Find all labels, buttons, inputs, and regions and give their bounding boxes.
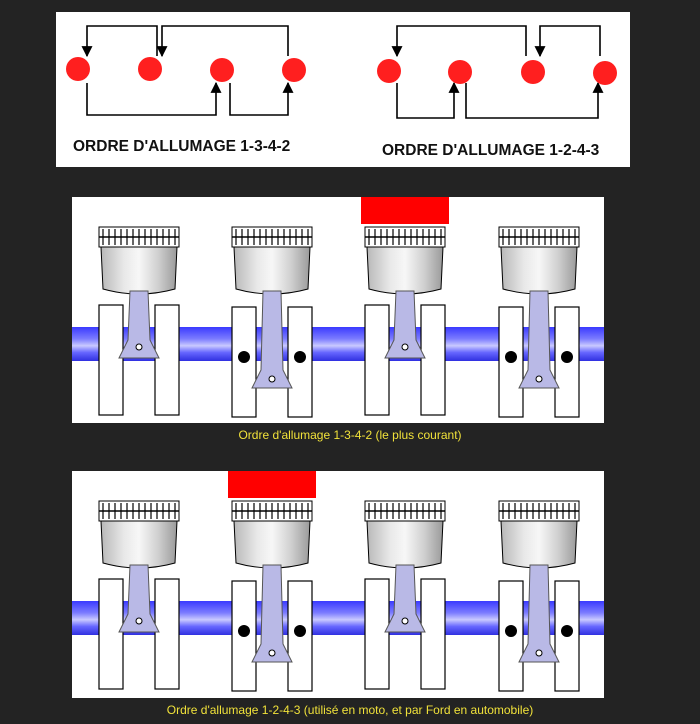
cylinder-3 [361,197,449,416]
piston-skirt [500,246,578,295]
firing-order-label-1: ORDRE D'ALLUMAGE 1-3-4-2 [73,138,291,155]
engine-animation-1342 [72,197,604,423]
cylinder-2 [228,471,316,692]
crank-pin [268,649,276,657]
counterweight-bolt-right [294,351,306,363]
firing-diagram-1342 [66,25,306,116]
firing-path-3-to-4 [229,81,294,116]
counterweight-bolt-right [561,625,573,637]
firing-path-4-to-3 [534,25,601,58]
firing-cylinder-dot-3 [521,60,545,84]
engine-animation-1243 [72,471,604,698]
crank-pin [135,617,143,625]
connecting-rod [251,290,293,389]
piston-skirt [366,520,444,569]
firing-cylinder-dot-2 [448,60,472,84]
cylinder-1 [98,500,180,690]
engine-caption-1342: Ordre d'allumage 1-3-4-2 (le plus couran… [238,428,462,442]
crank-pin [401,343,409,351]
cylinder-2 [231,226,313,418]
firing-path-2-to-4 [465,81,604,119]
piston-skirt [100,246,178,295]
connecting-rod [251,564,293,663]
crank-pin [535,375,543,383]
firing-cylinder-dot-3 [210,58,234,82]
crank-pin [135,343,143,351]
firing-path-2-to-1 [81,25,158,58]
cylinder-4 [498,500,580,692]
combustion-flash [228,471,316,498]
crank-pin [535,649,543,657]
crank-web-left [98,578,124,690]
counterweight-bolt-right [294,625,306,637]
firing-path-4-to-2 [156,25,289,58]
connecting-rod [118,564,160,633]
firing-cylinder-dot-1 [66,57,90,81]
firing-cylinder-dot-2 [138,57,162,81]
piston-skirt [233,246,311,295]
crank-web-right [154,304,180,416]
crank-pin [268,375,276,383]
firing-cylinder-dot-4 [282,58,306,82]
firing-path-1-to-2 [396,81,460,119]
cylinder-1 [98,226,180,416]
cylinder-4 [498,226,580,418]
firing-cylinder-dot-4 [593,61,617,85]
connecting-rod [384,290,426,359]
cylinder-3 [364,500,446,690]
crank-web-right [420,304,446,416]
crank-web-left [364,304,390,416]
connecting-rod [518,290,560,389]
crank-pin [401,617,409,625]
piston-skirt [500,520,578,569]
firing-cylinder-dot-1 [377,59,401,83]
counterweight-bolt-left [505,351,517,363]
firing-path-1-to-3 [86,81,222,116]
firing-order-diagrams [66,25,617,119]
counterweight-bolt-right [561,351,573,363]
connecting-rod [118,290,160,359]
firing-order-diagrams-panel: ORDRE D'ALLUMAGE 1-3-4-2 ORDRE D'ALLUMAG… [56,12,630,167]
crank-web-right [420,578,446,690]
counterweight-bolt-left [505,625,517,637]
engine-diagram-1342 [72,197,604,418]
firing-diagram-1243 [377,25,617,119]
combustion-flash [361,197,449,224]
engine-diagram-1243 [72,471,604,692]
piston-skirt [233,520,311,569]
firing-path-3-to-1 [391,25,527,58]
counterweight-bolt-left [238,625,250,637]
firing-order-label-2: ORDRE D'ALLUMAGE 1-2-4-3 [382,142,600,159]
crank-web-right [154,578,180,690]
connecting-rod [384,564,426,633]
connecting-rod [518,564,560,663]
crank-web-left [98,304,124,416]
crank-web-left [364,578,390,690]
counterweight-bolt-left [238,351,250,363]
engine-caption-1243: Ordre d'allumage 1-2-4-3 (utilisé en mot… [166,703,534,717]
piston-skirt [366,246,444,295]
piston-skirt [100,520,178,569]
